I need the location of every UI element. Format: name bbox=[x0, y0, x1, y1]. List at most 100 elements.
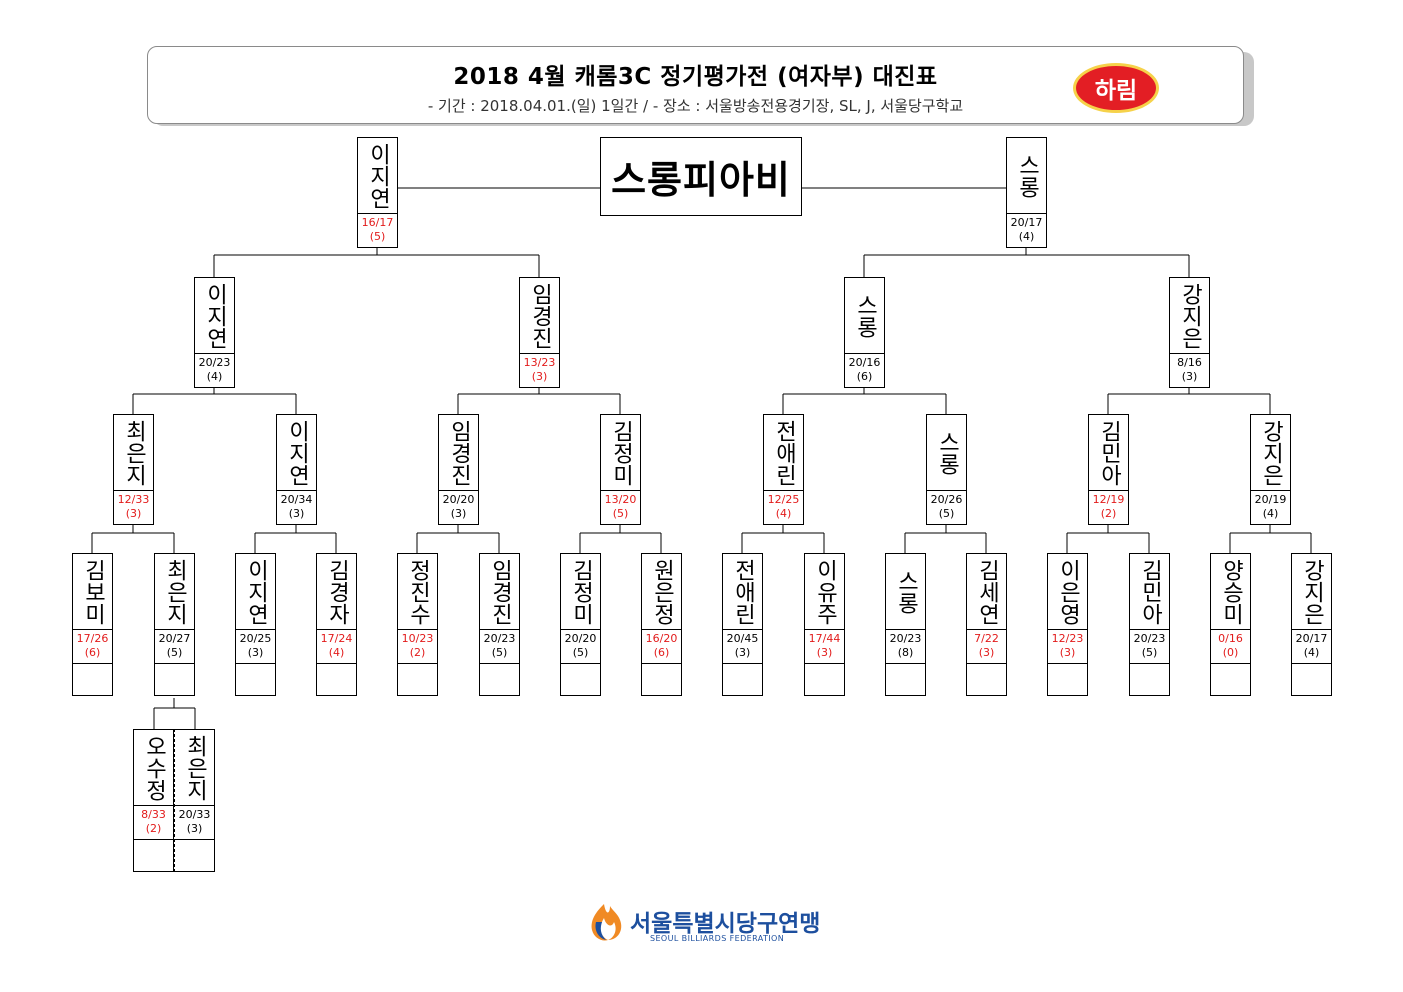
player-box: 김민아 12/19(2) bbox=[1088, 414, 1129, 525]
player-box: 스롱 20/26(5) bbox=[926, 414, 967, 525]
player-box: 최은지 20/33(3) bbox=[174, 729, 215, 872]
score: 16/17 bbox=[361, 216, 394, 229]
innings: (3) bbox=[1059, 646, 1076, 659]
player-name: 오수정 bbox=[141, 734, 167, 801]
innings: (2) bbox=[409, 646, 426, 659]
score: 20/34 bbox=[280, 493, 313, 506]
score: 20/45 bbox=[726, 632, 759, 645]
federation-name: 서울특별시당구연맹 bbox=[630, 911, 821, 937]
player-name: 정진수 bbox=[405, 558, 431, 625]
player-box: 이은영 12/23(3) bbox=[1047, 553, 1088, 696]
score: 12/33 bbox=[117, 493, 150, 506]
score: 12/23 bbox=[1051, 632, 1084, 645]
player-name: 최은지 bbox=[121, 419, 147, 486]
innings: (3) bbox=[816, 646, 833, 659]
player-box: 이지연 20/25(3) bbox=[235, 553, 276, 696]
score-cell: 20/25(3) bbox=[236, 630, 275, 664]
score: 8/16 bbox=[1177, 356, 1202, 369]
score: 16/20 bbox=[645, 632, 678, 645]
bracket-line bbox=[1107, 384, 1271, 414]
player-name: 스롱 bbox=[1014, 153, 1040, 198]
score-cell: 20/27(5) bbox=[155, 630, 194, 664]
score: 10/23 bbox=[401, 632, 434, 645]
score: 20/17 bbox=[1295, 632, 1328, 645]
score-cell: 17/26(6) bbox=[73, 630, 112, 664]
player-name: 이지연 bbox=[365, 142, 391, 209]
innings: (6) bbox=[653, 646, 670, 659]
score-cell: 13/20(5) bbox=[601, 491, 640, 524]
player-box: 최은지 12/33(3) bbox=[113, 414, 154, 525]
empty-cell bbox=[561, 664, 600, 695]
player-box: 이유주 17/44(3) bbox=[804, 553, 845, 696]
score-cell: 12/33(3) bbox=[114, 491, 153, 524]
empty-cell bbox=[1292, 664, 1331, 695]
player-box: 이지연 20/34(3) bbox=[276, 414, 317, 525]
score-cell: 20/20(3) bbox=[439, 491, 478, 524]
player-name: 김세연 bbox=[974, 558, 1000, 625]
player-name: 강지은 bbox=[1258, 419, 1284, 486]
champion-box: 스롱피아비 bbox=[600, 137, 802, 216]
score-cell: 17/24(4) bbox=[317, 630, 356, 664]
score-cell: 12/25(4) bbox=[764, 491, 803, 524]
empty-cell bbox=[73, 664, 112, 695]
flame-icon bbox=[591, 904, 622, 941]
bracket-line bbox=[132, 384, 297, 414]
score: 12/25 bbox=[767, 493, 800, 506]
innings: (3) bbox=[125, 507, 142, 520]
empty-cell bbox=[1130, 664, 1169, 695]
innings: (4) bbox=[1303, 646, 1320, 659]
innings: (6) bbox=[856, 370, 873, 383]
empty-cell bbox=[480, 664, 519, 695]
bracket-line bbox=[416, 522, 500, 553]
innings: (3) bbox=[450, 507, 467, 520]
empty-cell bbox=[317, 664, 356, 695]
player-box: 스롱 20/16(6) bbox=[844, 277, 885, 388]
empty-cell bbox=[967, 664, 1006, 695]
player-box: 스롱 20/23(8) bbox=[885, 553, 926, 696]
innings: (5) bbox=[166, 646, 183, 659]
score: 20/27 bbox=[158, 632, 191, 645]
empty-cell bbox=[155, 664, 194, 695]
innings: (3) bbox=[288, 507, 305, 520]
score-cell: 7/22(3) bbox=[967, 630, 1006, 664]
player-name: 이유주 bbox=[812, 558, 838, 625]
score-cell: 20/26(5) bbox=[927, 491, 966, 524]
empty-cell bbox=[642, 664, 681, 695]
player-name: 강지은 bbox=[1177, 282, 1203, 349]
player-box: 전애린 20/45(3) bbox=[722, 553, 763, 696]
score: 20/16 bbox=[848, 356, 881, 369]
player-box: 임경진 13/23(3) bbox=[519, 277, 560, 388]
bracket-line bbox=[254, 522, 337, 553]
player-name: 김민아 bbox=[1137, 558, 1163, 625]
player-name: 이지연 bbox=[284, 419, 310, 486]
player-name: 전애린 bbox=[730, 558, 756, 625]
bracket-line bbox=[741, 522, 825, 553]
player-name: 최은지 bbox=[162, 558, 188, 625]
player-name: 스롱 bbox=[934, 430, 960, 475]
score: 17/26 bbox=[76, 632, 109, 645]
innings: (2) bbox=[1100, 507, 1117, 520]
player-box: 김민아 20/23(5) bbox=[1129, 553, 1170, 696]
player-name: 김정미 bbox=[568, 558, 594, 625]
bracket-line bbox=[863, 245, 1190, 277]
score: 7/22 bbox=[974, 632, 999, 645]
innings: (5) bbox=[938, 507, 955, 520]
player-name: 임경진 bbox=[446, 419, 472, 486]
empty-cell bbox=[1048, 664, 1087, 695]
innings: (5) bbox=[369, 230, 386, 243]
innings: (4) bbox=[206, 370, 223, 383]
score-cell: 13/23(3) bbox=[520, 354, 559, 387]
score-cell: 20/33(3) bbox=[175, 806, 214, 840]
player-box: 강지은 20/17(4) bbox=[1291, 553, 1332, 696]
bracket-line bbox=[1229, 522, 1312, 553]
player-name: 임경진 bbox=[527, 282, 553, 349]
score: 20/23 bbox=[1133, 632, 1166, 645]
innings: (3) bbox=[186, 822, 203, 835]
score-cell: 20/23(5) bbox=[1130, 630, 1169, 664]
bracket-line bbox=[579, 522, 662, 553]
player-name: 김경자 bbox=[324, 558, 350, 625]
bracket-line bbox=[153, 698, 196, 729]
bracket-line bbox=[904, 522, 987, 553]
score-cell: 0/16(0) bbox=[1211, 630, 1250, 664]
score-cell: 20/19(4) bbox=[1251, 491, 1290, 524]
